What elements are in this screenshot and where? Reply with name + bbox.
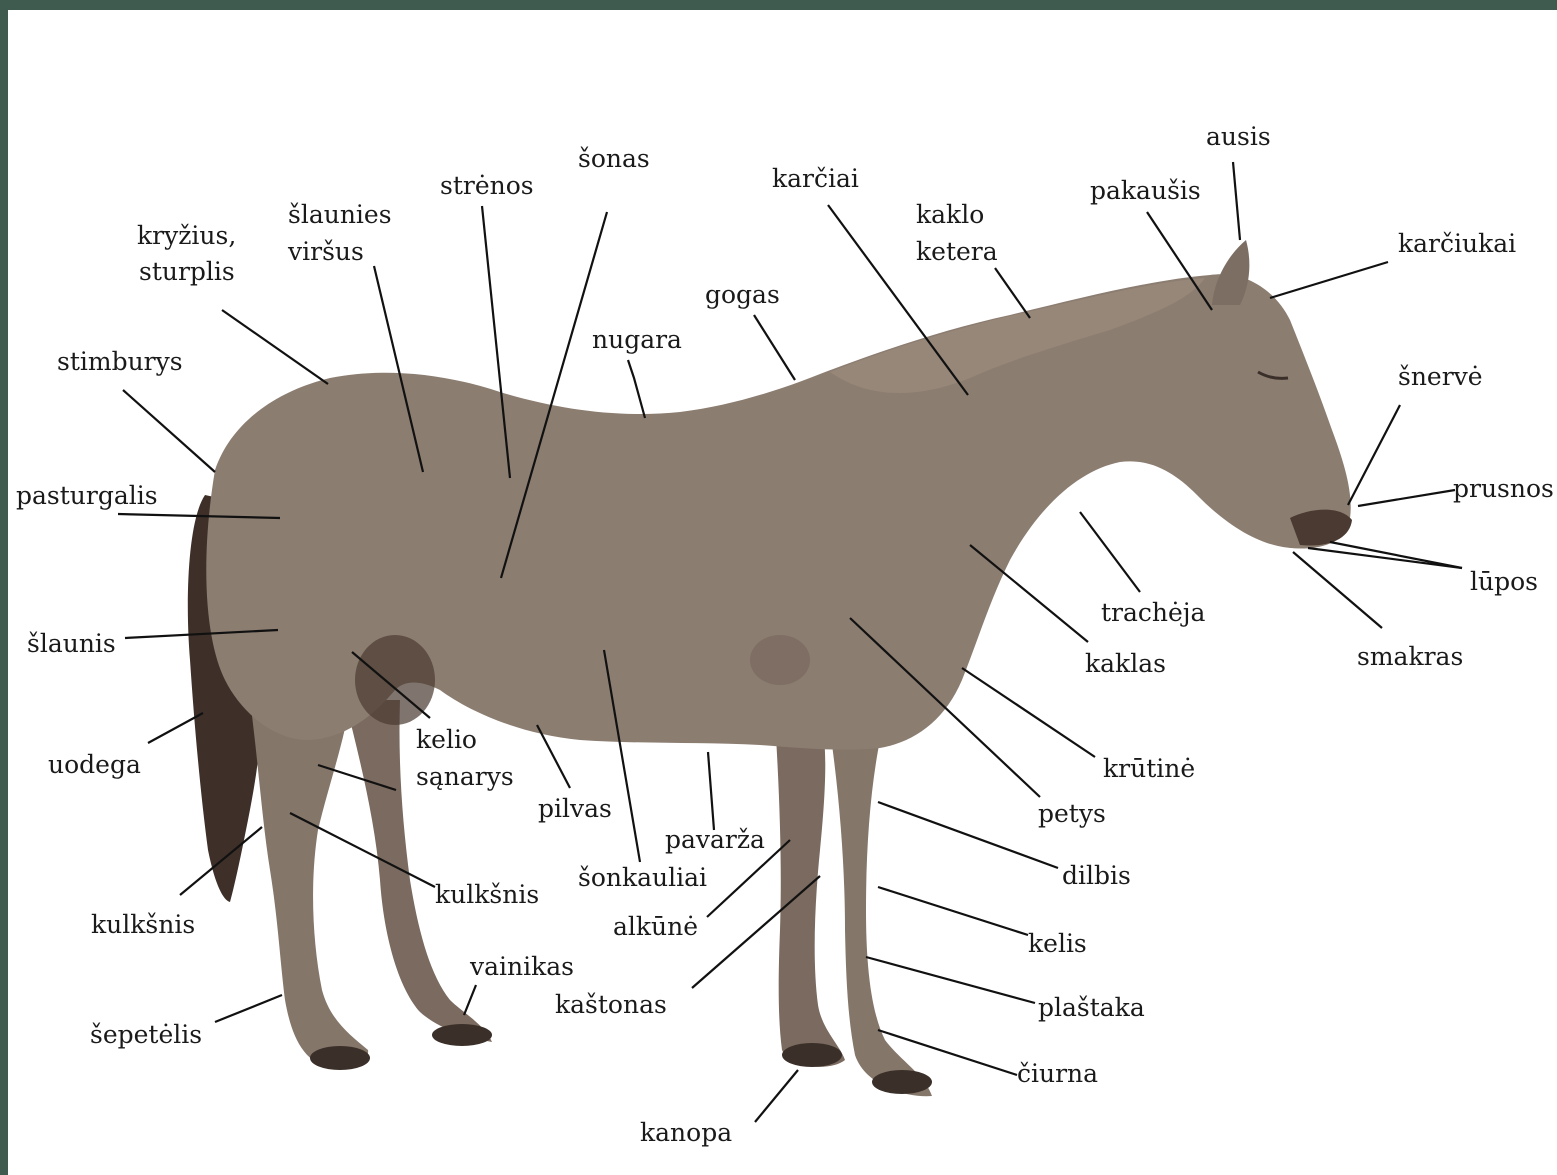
horse-hoof-hind-far: [432, 1024, 492, 1046]
label-plastaka: plaštaka: [1038, 993, 1145, 1022]
label-kastonas: kaštonas: [555, 990, 667, 1019]
label-smakras: smakras: [1357, 642, 1463, 671]
leader-kanopa: [755, 1070, 798, 1122]
label-strenos: strėnos: [440, 171, 534, 200]
label-pakausis: pakaušis: [1090, 176, 1201, 205]
leader-stimburys: [123, 390, 215, 472]
leader-snerve: [1348, 405, 1400, 505]
leader-kelis: [878, 887, 1028, 935]
label-vainikas: vainikas: [469, 952, 574, 981]
leader-pavarza: [708, 752, 714, 830]
label-petys: petys: [1038, 799, 1106, 828]
label-kryzius-line2: sturplis: [139, 257, 235, 286]
label-krutine: krūtinė: [1103, 754, 1195, 783]
label-kulksnis-rear: kulkšnis: [91, 910, 195, 939]
leader-gogas: [754, 315, 795, 380]
label-ausis: ausis: [1206, 122, 1271, 151]
label-pavarza: pavarža: [665, 825, 765, 854]
horse-hoof-front-far: [782, 1043, 842, 1067]
leader-kryzius: [222, 310, 328, 384]
slide: ausis pakaušis karčiukai karčiai kaklo k…: [8, 10, 1557, 1175]
label-alkune: alkūnė: [613, 912, 698, 941]
leader-karciukai: [1270, 262, 1388, 298]
horse-hind-leg-near: [250, 700, 368, 1068]
horse-hoof-front-near: [872, 1070, 932, 1094]
leader-smakras: [1293, 552, 1382, 628]
horse-hoof-hind-near: [310, 1046, 370, 1070]
leader-ausis: [1233, 162, 1240, 240]
leader-lupos-a: [1330, 542, 1462, 568]
label-slaunies-virsus-line2: viršus: [287, 237, 364, 266]
leader-nugara: [628, 360, 645, 418]
label-sonkauliai: šonkauliai: [578, 863, 707, 892]
label-kryzius-line1: kryžius,: [137, 221, 236, 250]
label-uodega: uodega: [48, 750, 141, 779]
leader-kaklo-ketera: [995, 268, 1030, 318]
label-dilbis: dilbis: [1062, 861, 1131, 890]
leader-sepetelis: [215, 995, 282, 1022]
label-kaklas: kaklas: [1085, 649, 1166, 678]
label-kelio-sanarys-line2: sąnarys: [416, 762, 514, 791]
label-pasturgalis: pasturgalis: [16, 481, 158, 510]
label-lupos: lūpos: [1470, 567, 1538, 596]
label-sonas: šonas: [578, 144, 650, 173]
label-kaklo-ketera-line1: kaklo: [916, 200, 984, 229]
label-gogas: gogas: [705, 280, 780, 309]
label-stimburys: stimburys: [57, 347, 183, 376]
label-snerve: šnervė: [1398, 362, 1483, 391]
leader-plastaka: [866, 957, 1035, 1003]
horse-ear: [1212, 240, 1249, 305]
label-kulksnis-hind: kulkšnis: [435, 880, 539, 909]
label-karciukai: karčiukai: [1398, 229, 1516, 258]
horse-front-leg-near: [830, 730, 932, 1096]
leader-uodega: [148, 713, 203, 743]
label-prusnos: prusnos: [1453, 474, 1554, 503]
label-sepetelis: šepetėlis: [90, 1020, 202, 1049]
label-slaunis: šlaunis: [27, 629, 116, 658]
label-ciurna: čiurna: [1017, 1059, 1098, 1088]
horse-anatomy-diagram: ausis pakaušis karčiukai karčiai kaklo k…: [8, 10, 1557, 1175]
label-kaklo-ketera-line2: ketera: [916, 237, 998, 266]
horse-muzzle: [1290, 510, 1352, 546]
horse-shoulder-shadow: [750, 635, 810, 685]
label-tracheja: trachėja: [1101, 598, 1206, 627]
horse-illustration: [188, 240, 1352, 1096]
label-kelio-sanarys-line1: kelio: [416, 725, 477, 754]
leader-lupos-b: [1308, 548, 1462, 568]
horse-front-leg-far: [775, 720, 845, 1067]
label-karciai: karčiai: [772, 164, 859, 193]
label-kelis: kelis: [1028, 929, 1087, 958]
label-kanopa: kanopa: [640, 1118, 732, 1147]
label-slaunies-virsus-line1: šlaunies: [288, 200, 392, 229]
label-pilvas: pilvas: [538, 794, 612, 823]
leader-tracheja: [1080, 512, 1140, 592]
leader-vainikas: [464, 985, 476, 1015]
leader-dilbis: [878, 802, 1058, 868]
label-nugara: nugara: [592, 325, 682, 354]
leader-prusnos: [1358, 490, 1455, 506]
